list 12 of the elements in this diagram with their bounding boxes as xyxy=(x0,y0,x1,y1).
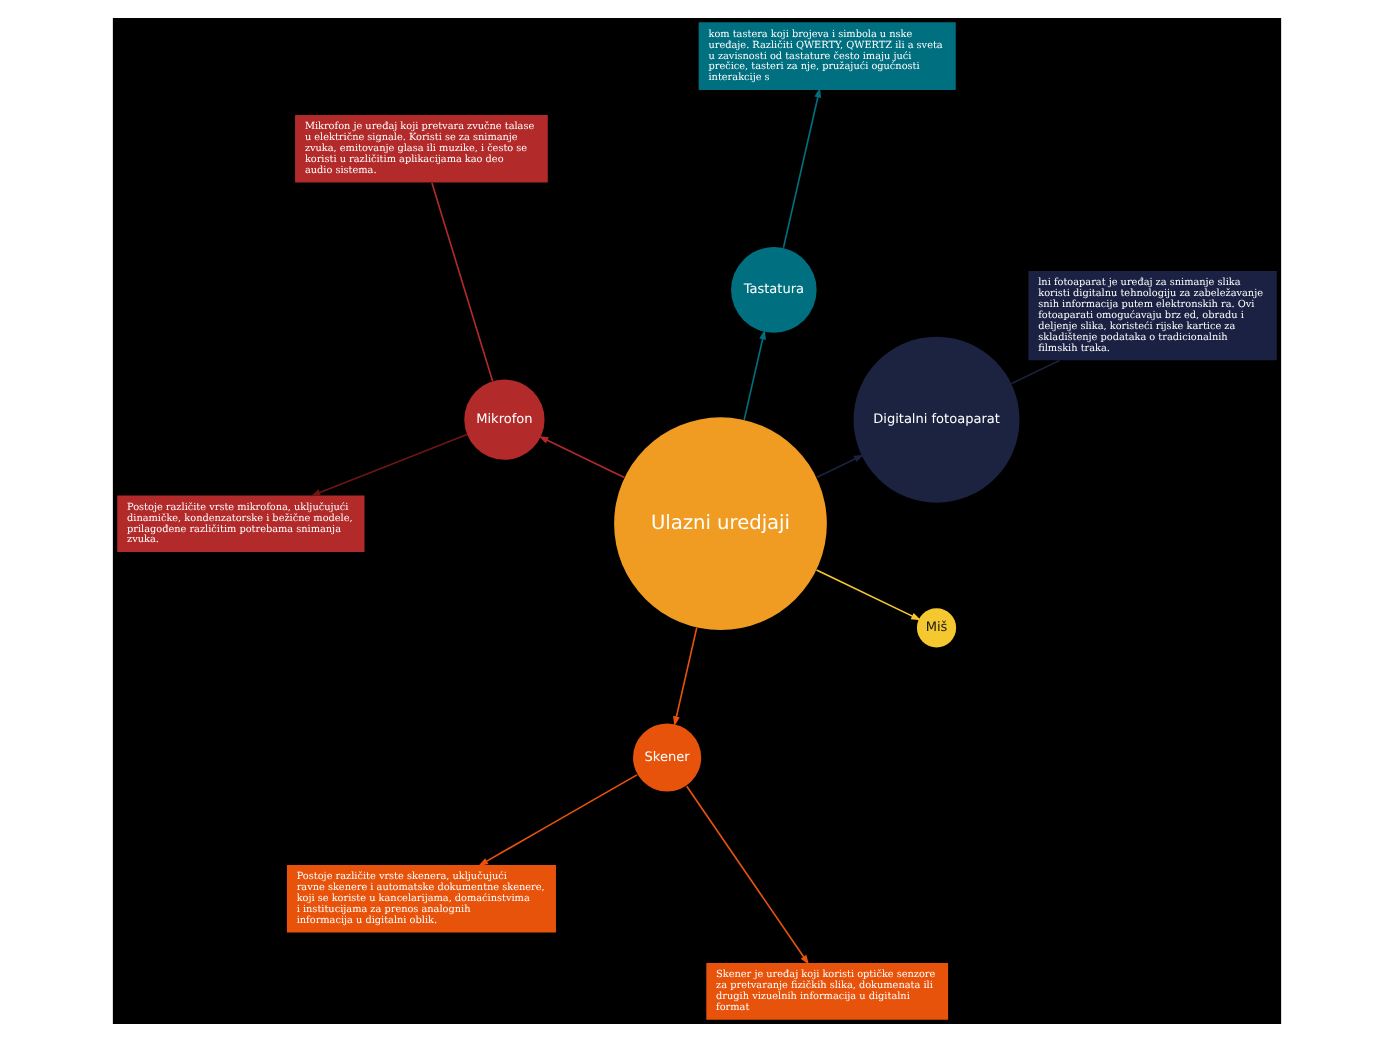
arrow xyxy=(814,453,863,478)
arrow xyxy=(537,435,625,478)
connector xyxy=(430,181,493,381)
arrow xyxy=(742,328,765,420)
arrow xyxy=(814,568,920,620)
connector xyxy=(1009,358,1060,384)
arrow xyxy=(309,432,467,496)
arrow xyxy=(781,86,821,248)
arrow xyxy=(477,773,637,865)
arrow xyxy=(684,784,809,964)
node-circle: Ulazni uredjaji xyxy=(613,416,826,630)
arrow xyxy=(672,625,697,726)
